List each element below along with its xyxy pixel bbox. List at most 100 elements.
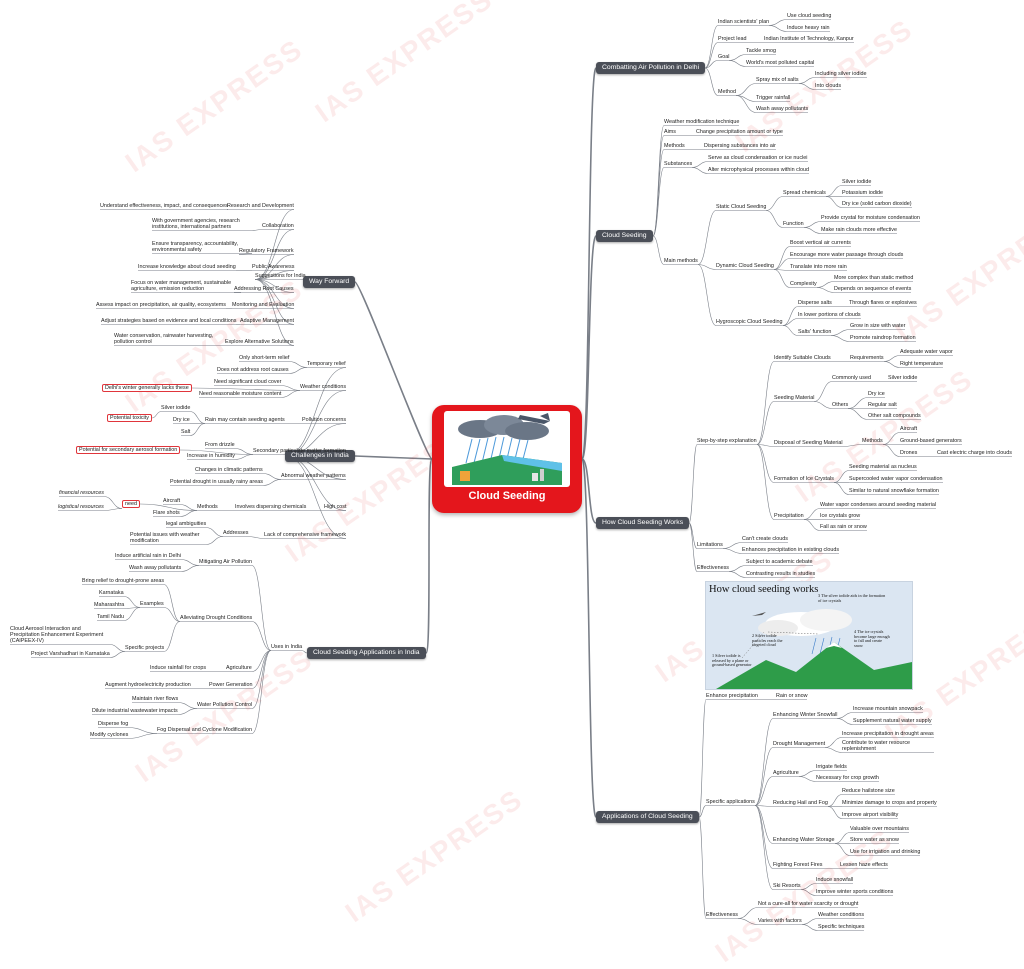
central-topic[interactable]: Cloud Seeding [432, 405, 582, 513]
node-u3[interactable]: Induce artificial rain in Delhi [115, 553, 181, 559]
node-h24[interactable]: Water vapor condenses around seeding mat… [820, 502, 937, 508]
node-h5[interactable]: Right temperature [900, 361, 944, 367]
node-ch1[interactable]: Temporary relief [307, 361, 346, 367]
node-u6[interactable]: Bring relief to drought-prone areas [82, 578, 165, 584]
node-u14[interactable]: Agriculture [226, 665, 252, 671]
node-ch2[interactable]: Only short-term relief [239, 355, 290, 361]
node-u7[interactable]: Examples [140, 601, 164, 607]
node-a23[interactable]: Ski Resorts [773, 883, 801, 889]
node-ch6[interactable]: Need reasonable moisture content [199, 391, 282, 397]
node-ch26[interactable]: need [122, 500, 140, 508]
node-h11[interactable]: Regular salt [868, 402, 897, 408]
node-c19[interactable]: Boost vertical air currents [790, 240, 851, 246]
node-h32[interactable]: Contrasting results in studies [746, 571, 816, 577]
node-c20[interactable]: Encourage more water passage through clo… [790, 252, 904, 258]
node-h28[interactable]: Can't create clouds [742, 536, 788, 542]
node-c2[interactable]: Aims [664, 129, 676, 135]
node-w15[interactable]: Adjust strategies based on evidence and … [101, 318, 237, 324]
node-h17[interactable]: Drones [900, 450, 918, 456]
node-a21[interactable]: Fighting Forest Fires [773, 862, 823, 868]
node-c6[interactable]: Substances [664, 161, 693, 167]
node-a10[interactable]: Agriculture [773, 770, 799, 776]
node-c14[interactable]: Dry ice (solid carbon dioxide) [842, 201, 912, 207]
node-ch12[interactable]: Salt [181, 429, 191, 435]
node-h8[interactable]: Silver iodide [888, 375, 918, 381]
node-c5[interactable]: Dispersing substances into air [704, 143, 776, 149]
node-ch8[interactable]: Pollution concerns [302, 417, 347, 423]
node-h6[interactable]: Seeding Material [774, 395, 815, 401]
node-a7[interactable]: Drought Management [773, 741, 826, 747]
node-c25[interactable]: Hygroscopic Cloud Seeding [716, 319, 783, 325]
node-a4[interactable]: Enhancing Winter Snowfall [773, 712, 838, 718]
node-a3[interactable]: Specific applications [706, 799, 755, 805]
node-n9[interactable]: Method [718, 89, 736, 95]
node-n8[interactable]: World's most polluted capital [746, 60, 815, 66]
node-h7[interactable]: Commonly used [832, 375, 871, 381]
node-h30[interactable]: Effectiveness [697, 565, 729, 571]
node-w12[interactable]: Monitoring and Evaluation [232, 302, 295, 308]
node-h19[interactable]: Formation of Ice Crystals [774, 476, 834, 482]
node-ch24[interactable]: Aircraft [163, 498, 181, 504]
node-w11[interactable]: Focus on water management, sustainable a… [131, 280, 232, 292]
node-a19[interactable]: Store water as snow [850, 837, 899, 843]
node-c24[interactable]: Depends on sequence of events [834, 286, 912, 292]
node-h9[interactable]: Others [832, 402, 849, 408]
node-ch29[interactable]: Lack of comprehensive framework [264, 532, 347, 538]
node-c9[interactable]: Main methods [664, 258, 698, 264]
node-n7[interactable]: Tackle smog [746, 48, 776, 54]
node-w13[interactable]: Assess impact on precipitation, air qual… [96, 302, 226, 308]
node-ch14[interactable]: Secondary particulate matter formation [253, 448, 346, 454]
node-a9[interactable]: Contribute to water resource replenishme… [842, 740, 911, 752]
node-n14[interactable]: Wash away pollutants [756, 106, 809, 112]
node-u20[interactable]: Dilute industrial wastewater impacts [92, 708, 178, 714]
node-h13[interactable]: Disposal of Seeding Material [774, 440, 843, 446]
node-h23[interactable]: Precipitation [774, 513, 804, 519]
node-n3[interactable]: Induce heavy rain [787, 25, 830, 31]
node-a16[interactable]: Improve airport visibility [842, 812, 899, 818]
node-w3[interactable]: Understand effectiveness, impact, and co… [100, 203, 228, 209]
node-w9[interactable]: Increase knowledge about cloud seeding [138, 264, 236, 270]
node-ch11[interactable]: Dry ice [173, 417, 190, 423]
node-c11[interactable]: Spread chemicals [783, 190, 826, 196]
node-w14[interactable]: Adaptive Management [240, 318, 294, 324]
node-u2[interactable]: Mitigating Air Pollution [199, 559, 253, 565]
node-c29[interactable]: Salts' function [798, 329, 832, 335]
node-ch17[interactable]: Potential for secondary aerosol formatio… [76, 446, 181, 454]
node-c1[interactable]: Weather modification technique [664, 119, 740, 125]
node-n2[interactable]: Use cloud seeding [787, 13, 832, 19]
node-h16[interactable]: Ground-based generators [900, 438, 962, 444]
node-w7[interactable]: Ensure transparency, accountability, env… [152, 241, 239, 253]
node-n12[interactable]: Into clouds [815, 83, 842, 89]
node-h15[interactable]: Aircraft [900, 426, 918, 432]
node-h29[interactable]: Enhances precipitation in existing cloud… [742, 547, 840, 553]
node-w8[interactable]: Public Awareness [252, 264, 295, 270]
node-c22[interactable]: Complexity [790, 281, 817, 287]
node-h3[interactable]: Requirements [850, 355, 884, 361]
node-w5[interactable]: With government agencies, research insti… [152, 218, 240, 230]
node-ch22[interactable]: Involves dispersing chemicals [235, 504, 307, 510]
node-h22[interactable]: Similar to natural snowflake formation [849, 488, 939, 494]
node-c4[interactable]: Methods [664, 143, 685, 149]
node-ch21[interactable]: High cost [324, 504, 347, 510]
node-u12[interactable]: Cloud Aerosol Interaction and Precipitat… [10, 626, 104, 644]
node-w16[interactable]: Explore Alternative Solutions [225, 339, 294, 345]
node-ch23[interactable]: Methods [197, 504, 218, 510]
node-c15[interactable]: Function [783, 221, 804, 227]
node-u22[interactable]: Disperse fog [98, 721, 129, 727]
node-ch13[interactable]: Potential toxicity [107, 414, 152, 422]
node-a22[interactable]: Lessen haze effects [840, 862, 888, 868]
node-a13[interactable]: Reducing Hail and Fog [773, 800, 828, 806]
node-h12[interactable]: Other salt compounds [868, 413, 921, 419]
node-c21[interactable]: Translate into more rain [790, 264, 847, 270]
node-u8[interactable]: Karnataka [99, 590, 124, 596]
node-n11[interactable]: Including silver iodide [815, 71, 867, 77]
node-c17[interactable]: Make rain clouds more effective [821, 227, 898, 233]
node-u23[interactable]: Modify cyclones [90, 732, 129, 738]
node-w10[interactable]: Addressing Root Causes [234, 286, 294, 292]
node-a14[interactable]: Reduce hailstone size [842, 788, 895, 794]
node-a1[interactable]: Enhance precipitation [706, 693, 758, 699]
node-c26[interactable]: Disperse salts [798, 300, 832, 306]
node-a2[interactable]: Rain or snow [776, 693, 808, 699]
node-n4[interactable]: Project lead [718, 36, 747, 42]
node-u5[interactable]: Alleviating Drought Conditions [180, 615, 253, 621]
